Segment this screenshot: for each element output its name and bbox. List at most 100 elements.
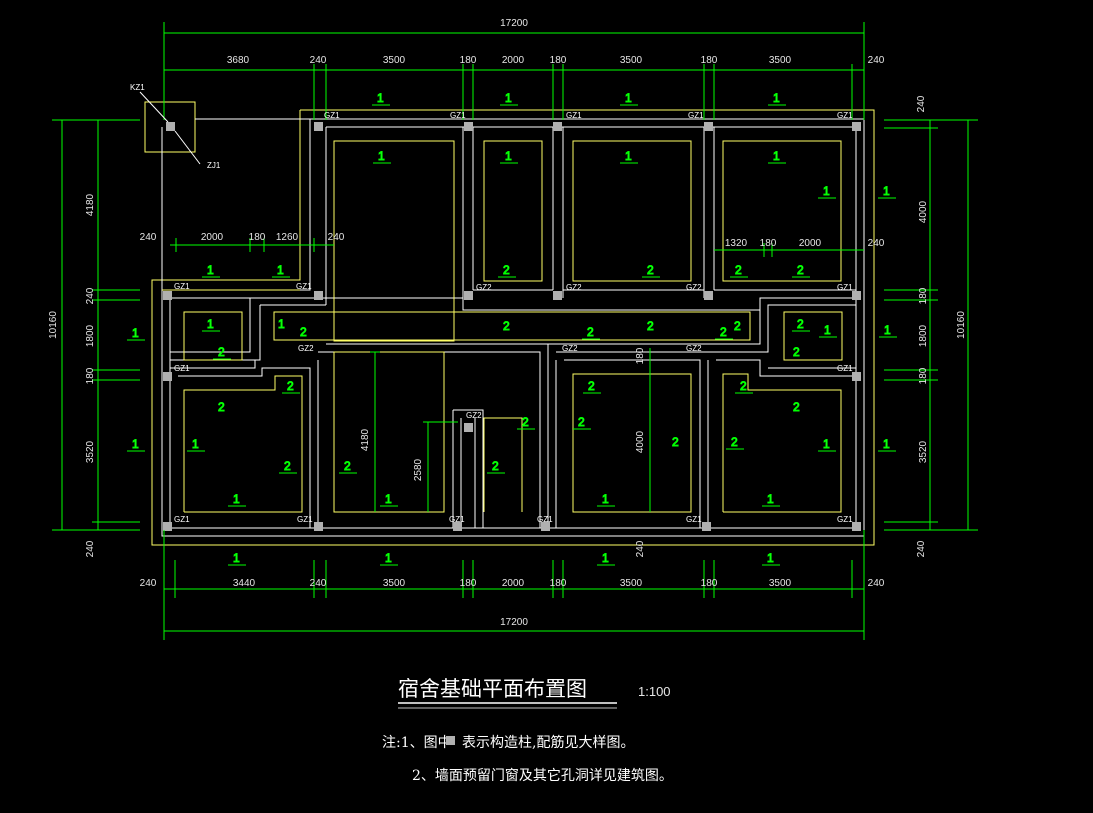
inner-dim: 240 <box>868 238 885 249</box>
section-mark-1: 1 <box>767 551 774 565</box>
section-mark-1: 1 <box>823 184 830 198</box>
column-label: GZ1 <box>537 515 553 524</box>
title-block: 宿舍基础平面布置图 1:100 注:1、图中 表示构造柱,配筋见大样图。 2、墙… <box>382 677 673 784</box>
left-dim: 3520 <box>85 440 96 463</box>
column-label-kz: KZ1 <box>130 83 145 92</box>
column-label: GZ1 <box>324 111 340 120</box>
note-1-suffix: 表示构造柱,配筋见大样图。 <box>462 734 634 751</box>
section-mark-2: 2 <box>793 400 800 414</box>
section-mark-1: 1 <box>625 91 632 105</box>
section-mark-2: 2 <box>300 325 307 339</box>
inner-dim: 1320 <box>725 238 748 249</box>
bottom-dim: 3500 <box>383 578 406 589</box>
column-label: GZ1 <box>297 515 313 524</box>
inner-dim: 180 <box>635 347 646 364</box>
section-mark-1: 1 <box>505 91 512 105</box>
section-mark-2: 2 <box>503 319 510 333</box>
top-dim: 3680 <box>227 55 250 66</box>
foundation-outline <box>144 101 875 546</box>
room-outlines <box>162 140 843 513</box>
section-mark-1: 1 <box>884 323 891 337</box>
column-label: GZ1 <box>174 515 190 524</box>
right-dim: 180 <box>918 287 929 304</box>
section-mark-1: 1 <box>132 326 139 340</box>
inner-dim: 1260 <box>276 232 299 243</box>
right-dim: 3520 <box>918 440 929 463</box>
bottom-dim: 180 <box>701 578 718 589</box>
section-mark-2: 2 <box>734 319 741 333</box>
section-mark-2: 2 <box>218 345 225 359</box>
section-mark-2: 2 <box>740 379 747 393</box>
section-mark-2: 2 <box>492 459 499 473</box>
left-dimensions: 10160 4180 240 1800 180 3520 240 <box>48 193 96 557</box>
bottom-dim: 3440 <box>233 578 256 589</box>
column-labels: KZ1 ZJ1 GZ1 GZ1 GZ1 GZ1 GZ1 GZ1 GZ1 GZ2 … <box>130 83 853 524</box>
section-marks: 1 1 1 1 1 1 1 1 1 1 1 1 1 1 1 1 1 1 1 1 … <box>127 91 897 566</box>
inner-dim: 240 <box>635 540 646 557</box>
section-mark-2: 2 <box>731 435 738 449</box>
section-mark-2: 2 <box>797 263 804 277</box>
section-mark-1: 1 <box>773 91 780 105</box>
column-label: GZ1 <box>686 515 702 524</box>
section-mark-1: 1 <box>773 149 780 163</box>
column-legend-icon <box>446 736 455 745</box>
columns <box>163 122 861 531</box>
section-mark-2: 2 <box>793 345 800 359</box>
section-mark-1: 1 <box>233 492 240 506</box>
top-dim: 3500 <box>769 55 792 66</box>
bottom-dim: 180 <box>550 578 567 589</box>
column-label: GZ2 <box>562 344 578 353</box>
column-label: GZ1 <box>449 515 465 524</box>
left-dim: 240 <box>85 540 96 557</box>
column-label: GZ1 <box>174 364 190 373</box>
section-mark-2: 2 <box>503 263 510 277</box>
inner-dim: 180 <box>760 238 777 249</box>
section-mark-2: 2 <box>797 317 804 331</box>
section-mark-1: 1 <box>625 149 632 163</box>
left-total-dim: 10160 <box>48 311 59 339</box>
bottom-dim: 240 <box>868 578 885 589</box>
column-label: GZ2 <box>476 283 492 292</box>
top-dimensions: 17200 3680 240 3500 180 2000 180 3500 18… <box>227 18 885 66</box>
top-dim: 2000 <box>502 55 525 66</box>
section-mark-2: 2 <box>647 319 654 333</box>
column-label: GZ1 <box>688 111 704 120</box>
section-mark-1: 1 <box>385 492 392 506</box>
section-mark-1: 1 <box>207 263 214 277</box>
section-mark-2: 2 <box>344 459 351 473</box>
section-mark-1: 1 <box>883 184 890 198</box>
column-label: GZ2 <box>566 283 582 292</box>
left-dim: 1800 <box>85 324 96 347</box>
column-label: GZ1 <box>837 364 853 373</box>
top-dim: 180 <box>550 55 567 66</box>
inner-dim: 180 <box>249 232 266 243</box>
column-label-zj: ZJ1 <box>207 161 221 170</box>
section-mark-1: 1 <box>883 437 890 451</box>
top-dim: 3500 <box>620 55 643 66</box>
bottom-total-dim: 17200 <box>500 617 528 628</box>
dimension-lines <box>52 22 978 640</box>
column-label: GZ1 <box>837 283 853 292</box>
right-total-dim: 10160 <box>956 311 967 339</box>
note-2: 2、墙面预留门窗及其它孔洞详见建筑图。 <box>412 767 673 784</box>
right-dimensions: 10160 240 4000 180 1800 180 3520 240 <box>916 95 967 557</box>
column-label: GZ1 <box>450 111 466 120</box>
bottom-dim: 3500 <box>769 578 792 589</box>
inner-dim: 240 <box>140 232 157 243</box>
inner-dim: 4180 <box>360 428 371 451</box>
section-mark-1: 1 <box>233 551 240 565</box>
section-mark-1: 1 <box>767 492 774 506</box>
section-mark-1: 1 <box>192 437 199 451</box>
right-dim: 240 <box>916 540 927 557</box>
top-dim: 240 <box>868 55 885 66</box>
top-dim: 3500 <box>383 55 406 66</box>
bottom-dim: 2000 <box>502 578 525 589</box>
right-dim: 240 <box>916 95 927 112</box>
section-mark-2: 2 <box>522 415 529 429</box>
right-dim: 1800 <box>918 324 929 347</box>
inner-dim: 2580 <box>413 458 424 481</box>
inner-dim: 240 <box>328 232 345 243</box>
right-dim: 180 <box>918 367 929 384</box>
column-label: GZ2 <box>686 283 702 292</box>
left-dim: 240 <box>85 287 96 304</box>
